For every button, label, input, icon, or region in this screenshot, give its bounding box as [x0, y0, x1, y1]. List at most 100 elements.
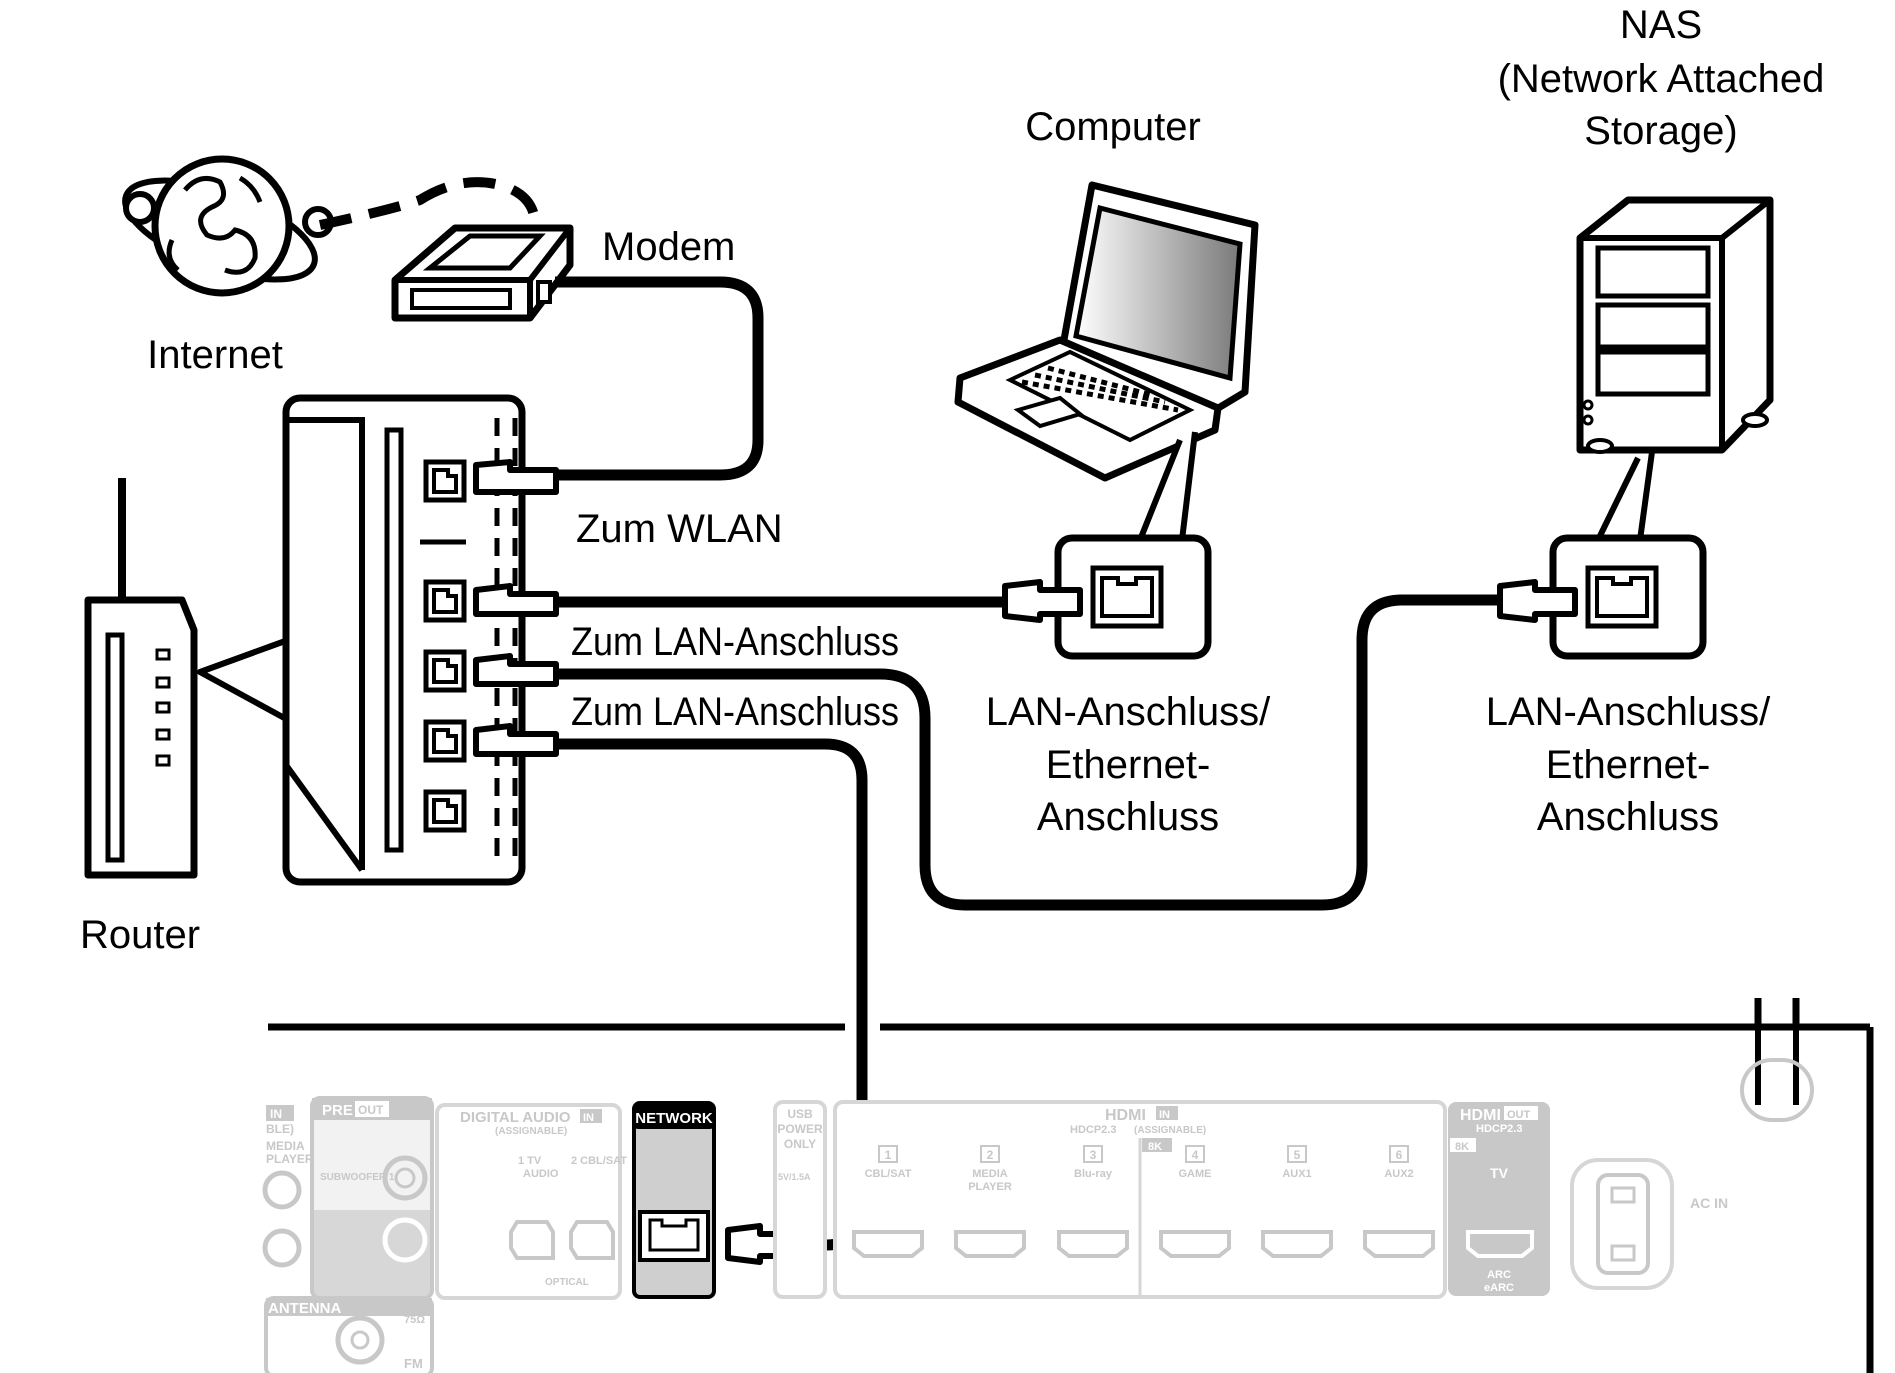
router-label: Router — [80, 913, 200, 957]
svg-text:PRE: PRE — [322, 1102, 353, 1119]
network-label: NETWORK — [635, 1110, 713, 1127]
modem-icon — [391, 224, 574, 322]
svg-text:OPTICAL: OPTICAL — [545, 1277, 589, 1288]
zum-lan-label-2: Zum LAN-Anschluss — [571, 690, 899, 734]
nas-callout — [1595, 451, 1655, 543]
svg-text:ARC: ARC — [1487, 1269, 1511, 1281]
nas-icon — [1576, 196, 1774, 454]
svg-text:2 CBL/SAT: 2 CBL/SAT — [571, 1155, 627, 1167]
wifi-antenna-icon — [1740, 1030, 1814, 1122]
svg-text:ANTENNA: ANTENNA — [268, 1300, 341, 1317]
computer-port-label-1: LAN-Anschluss/ — [986, 690, 1271, 734]
panel-digital-audio-section: DIGITAL AUDIO IN (ASSIGNABLE) 1 TV AUDIO… — [435, 1103, 627, 1300]
panel-ac-in: AC IN — [1570, 1158, 1728, 1290]
router-icon — [84, 478, 198, 879]
nas-plug — [1497, 579, 1578, 623]
hdmi-port-icon — [954, 1230, 1026, 1258]
internet-dashed-link — [318, 177, 540, 230]
hdmi-input-name: CBL/SAT — [865, 1168, 912, 1180]
hdmi-port-icon — [1363, 1230, 1435, 1258]
receiver-rear-panel — [268, 998, 1874, 1373]
router-plug-lan-2 — [473, 653, 559, 687]
nas-lan-port-zoom — [1549, 534, 1707, 660]
svg-text:HDCP2.3: HDCP2.3 — [1476, 1123, 1522, 1135]
svg-text:(ASSIGNABLE): (ASSIGNABLE) — [1134, 1125, 1206, 1136]
svg-text:eARC: eARC — [1484, 1282, 1514, 1294]
nas-subtitle-2: Storage) — [1584, 109, 1737, 153]
hdmi-input-number: 5 — [1294, 1148, 1301, 1162]
svg-text:PLAYER: PLAYER — [266, 1152, 314, 1166]
nas-port-label-2: Ethernet- — [1546, 743, 1711, 787]
hdmi-input-name: MEDIA — [972, 1168, 1008, 1180]
internet-globe-icon — [122, 155, 334, 297]
hdmi-input-name: GAME — [1179, 1168, 1212, 1180]
panel-hdmi-in-section: HDMI IN HDCP2.3 (ASSIGNABLE) 8K — [833, 1100, 1447, 1299]
svg-text:(ASSIGNABLE): (ASSIGNABLE) — [495, 1126, 567, 1137]
svg-text:5V/1.5A: 5V/1.5A — [778, 1172, 811, 1182]
router-callout — [197, 637, 291, 723]
svg-text:1 TV: 1 TV — [518, 1155, 542, 1167]
router-plug-lan-3 — [473, 723, 559, 757]
hdmi-port-icon — [1057, 1230, 1129, 1258]
modem-router-cable — [548, 276, 764, 481]
svg-text:IN: IN — [583, 1112, 594, 1124]
svg-text:OUT: OUT — [358, 1103, 384, 1117]
svg-text:IN: IN — [270, 1107, 282, 1121]
router-port-lan-2 — [423, 649, 467, 693]
svg-text:8K: 8K — [1455, 1141, 1469, 1153]
hdmi-input-number: 2 — [987, 1148, 994, 1162]
nas-title: NAS — [1620, 3, 1702, 47]
hdmi-input-name: AUX2 — [1384, 1168, 1413, 1180]
panel-pre-out-section: PRE OUT SUBWOOFER 1 — [310, 1096, 434, 1300]
hdmi-port-icon — [852, 1230, 924, 1258]
svg-text:POWER: POWER — [777, 1122, 823, 1136]
svg-text:TV: TV — [1490, 1165, 1509, 1181]
nas-cable — [556, 594, 1500, 911]
hdmi-input-number: 1 — [885, 1148, 892, 1162]
svg-text:IN: IN — [1159, 1109, 1170, 1121]
computer-lan-port-zoom — [1054, 534, 1212, 660]
hdmi-input-number: 6 — [1396, 1148, 1403, 1162]
router-plug-wlan — [473, 459, 559, 495]
nas-port-label-1: LAN-Anschluss/ — [1486, 690, 1771, 734]
router-plug-lan-1 — [473, 583, 559, 617]
hdmi-input-name-line2: PLAYER — [968, 1181, 1012, 1193]
svg-text:FM: FM — [404, 1356, 423, 1371]
svg-text:USB: USB — [787, 1107, 813, 1121]
panel-network-port: NETWORK — [632, 1101, 716, 1299]
modem-label: Modem — [602, 225, 735, 269]
router-port-wlan — [423, 459, 467, 503]
svg-text:OUT: OUT — [1507, 1109, 1531, 1121]
zum-wlan-label: Zum WLAN — [576, 507, 783, 551]
computer-plug — [1002, 579, 1083, 623]
internet-label: Internet — [147, 333, 283, 377]
svg-text:MEDIA: MEDIA — [266, 1139, 305, 1153]
router-port-lan-1 — [423, 579, 467, 623]
computer-label: Computer — [1025, 105, 1201, 149]
router-port-lan-4 — [423, 789, 467, 833]
svg-text:8K: 8K — [1148, 1141, 1162, 1153]
router-port-lan-3 — [423, 719, 467, 763]
svg-text:AUDIO: AUDIO — [523, 1168, 559, 1180]
computer-port-label-2: Ethernet- — [1046, 743, 1211, 787]
computer-port-label-3: Anschluss — [1037, 795, 1219, 839]
svg-text:ONLY: ONLY — [784, 1137, 816, 1151]
svg-text:HDMI: HDMI — [1105, 1107, 1146, 1124]
svg-text:HDCP2.3: HDCP2.3 — [1070, 1124, 1116, 1136]
hdmi-input-number: 4 — [1192, 1148, 1199, 1162]
hdmi-port-icon — [1261, 1230, 1333, 1258]
nas-port-label-3: Anschluss — [1537, 795, 1719, 839]
svg-text:BLE): BLE) — [266, 1122, 294, 1136]
svg-text:AC IN: AC IN — [1690, 1195, 1728, 1211]
hdmi-input-name: Blu-ray — [1074, 1168, 1113, 1180]
hdmi-input-number: 3 — [1090, 1148, 1097, 1162]
hdmi-input-name: AUX1 — [1282, 1168, 1311, 1180]
svg-text:HDMI: HDMI — [1460, 1107, 1501, 1124]
